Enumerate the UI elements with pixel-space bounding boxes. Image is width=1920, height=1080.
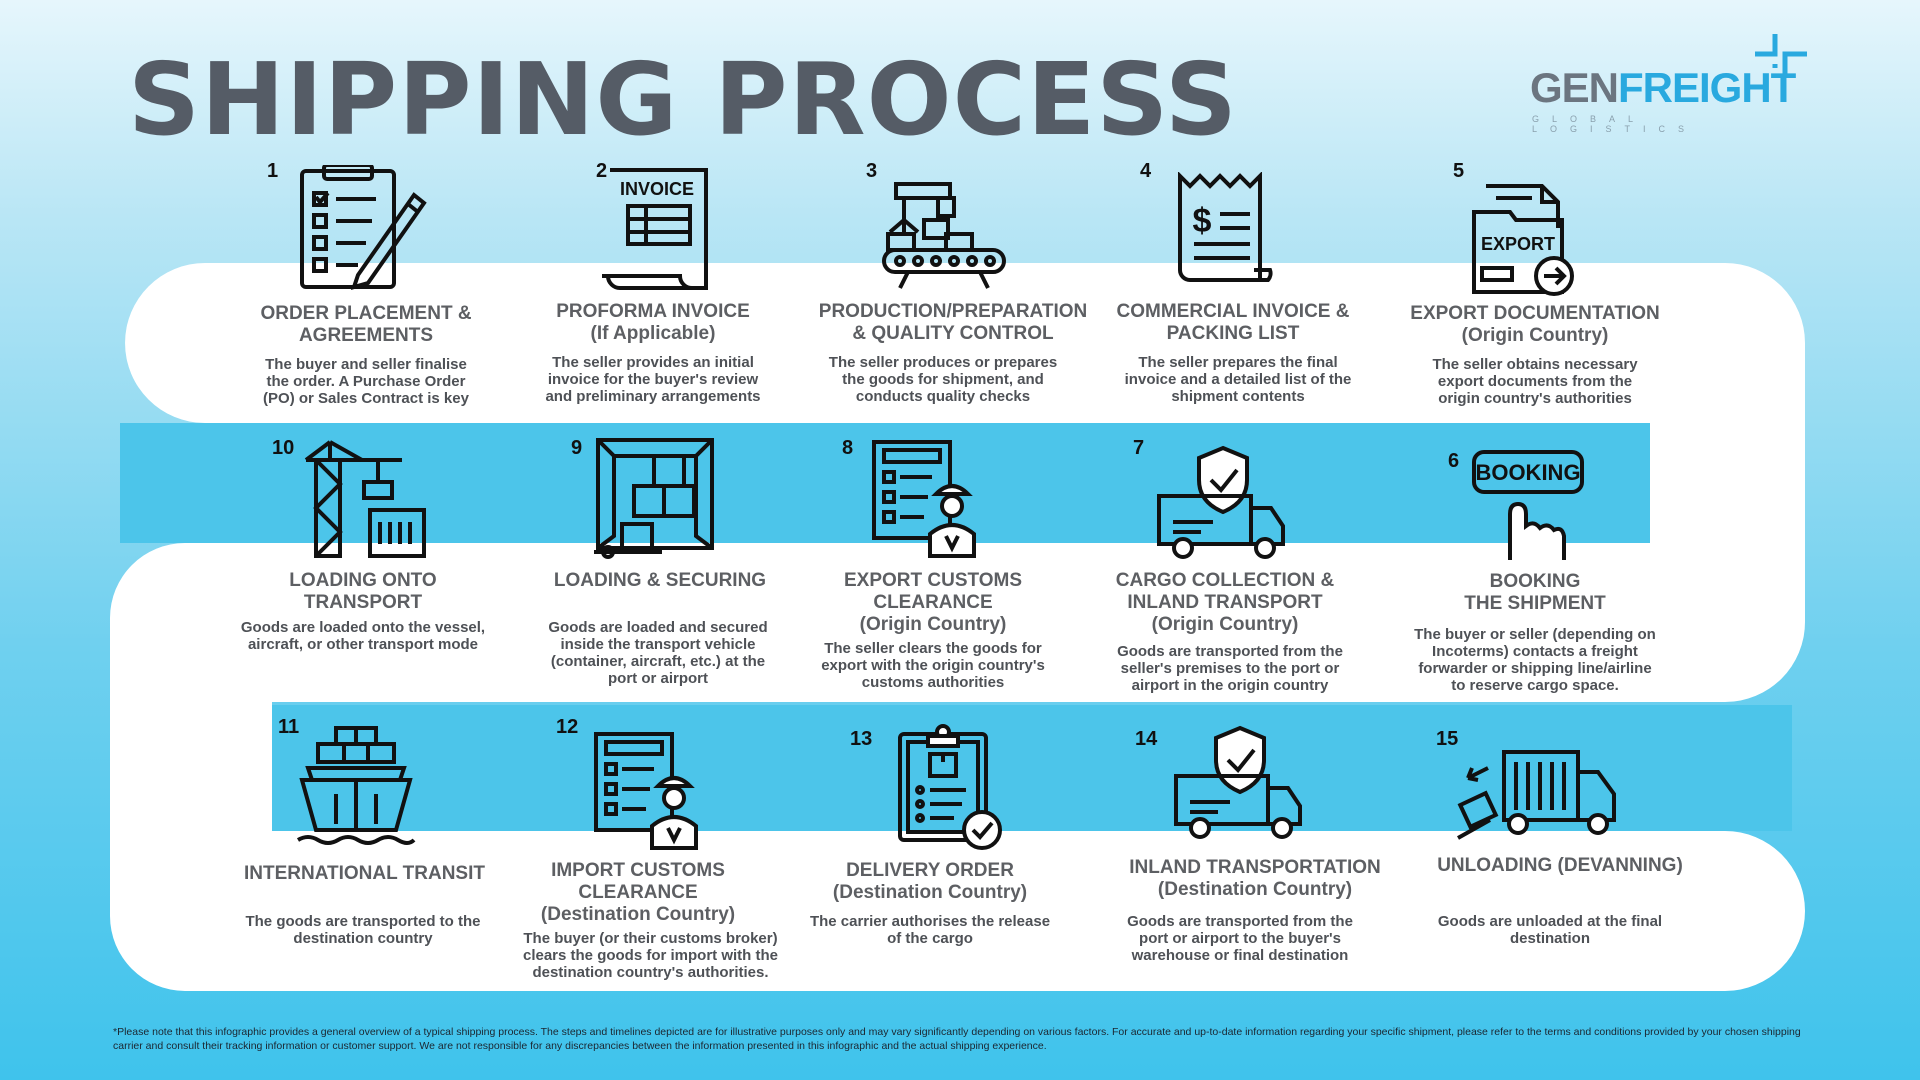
step-title: LOADING ONTO TRANSPORT xyxy=(289,570,437,613)
cargo-ship-icon xyxy=(296,726,416,845)
step-description: The buyer (or their customs broker) clea… xyxy=(522,930,779,981)
delivery-order-clipboard-icon xyxy=(898,724,1002,850)
step-number: 11 xyxy=(278,716,300,738)
step-number: 8 xyxy=(842,437,854,459)
truck-shield-icon xyxy=(1157,445,1285,559)
logo-plus-icon xyxy=(1755,34,1807,78)
step-description: The seller clears the goods for export w… xyxy=(821,640,1045,691)
step-title: INLAND TRANSPORTATION (Destination Count… xyxy=(1129,857,1381,900)
step-title: PRODUCTION/PREPARATION & QUALITY CONTROL xyxy=(818,301,1088,344)
unloading-truck-icon xyxy=(1457,750,1616,840)
track-row-2 xyxy=(110,543,1805,991)
step-number: 4 xyxy=(1140,160,1152,182)
step-description: The carrier authorises the release of th… xyxy=(809,913,1051,947)
step-description: Goods are transported from the port or a… xyxy=(1127,913,1353,964)
step-title: COMMERCIAL INVOICE & PACKING LIST xyxy=(1116,301,1350,344)
step-description: The seller provides an initial invoice f… xyxy=(545,354,761,405)
loaded-container-icon xyxy=(594,438,714,559)
genfreight-logo: GENFREIGHT GLOBAL LOGISTICS xyxy=(1528,34,1808,134)
step-number: 13 xyxy=(850,728,873,750)
step-description: The seller produces or prepares the good… xyxy=(828,354,1058,405)
logo-word-freight: FREIGHT xyxy=(1618,64,1796,111)
step-number: 12 xyxy=(556,716,579,738)
step-title: CARGO COLLECTION & INLAND TRANSPORT (Ori… xyxy=(1115,570,1335,635)
step-description: The seller prepares the final invoice an… xyxy=(1124,354,1352,405)
step-title: EXPORT DOCUMENTATION (Origin Country) xyxy=(1410,303,1660,346)
export-document-icon: EXPORT xyxy=(1472,184,1574,296)
page-title: SHIPPING PROCESS xyxy=(128,41,1238,158)
step-description: Goods are loaded onto the vessel, aircra… xyxy=(240,619,486,653)
logo-word-gen: GEN xyxy=(1530,64,1619,111)
booking-button-icon: BOOKING xyxy=(1472,450,1584,560)
step-title: ORDER PLACEMENT & AGREEMENTS xyxy=(260,303,472,346)
step-description: Goods are loaded and secured inside the … xyxy=(548,619,768,687)
logo-tagline: GLOBAL LOGISTICS xyxy=(1532,114,1698,134)
track-row-1 xyxy=(125,263,1805,702)
step-number: 10 xyxy=(272,437,295,459)
production-conveyor-icon xyxy=(882,182,1006,289)
step-title: BOOKING THE SHIPMENT xyxy=(1464,571,1606,614)
step-title: INTERNATIONAL TRANSIT xyxy=(243,863,485,884)
step-description: Goods are unloaded at the final destinat… xyxy=(1437,913,1663,947)
step-title: EXPORT CUSTOMS CLEARANCE (Origin Country… xyxy=(843,570,1023,635)
crane-container-icon xyxy=(304,440,426,558)
step-number: 6 xyxy=(1448,450,1460,472)
step-number: 14 xyxy=(1135,728,1158,750)
step-title: DELIVERY ORDER (Destination Country) xyxy=(832,860,1028,903)
booking-label: BOOKING xyxy=(1475,460,1580,485)
invoice-label: INVOICE xyxy=(620,179,694,199)
step-number: 7 xyxy=(1133,437,1145,459)
step-description: The buyer and seller finalise the order.… xyxy=(263,356,469,407)
step-title: UNLOADING (DEVANNING) xyxy=(1437,855,1683,876)
step-description: The buyer or seller (depending on Incote… xyxy=(1414,626,1656,694)
step-title: IMPORT CUSTOMS CLEARANCE (Destination Co… xyxy=(540,860,736,925)
step-number: 15 xyxy=(1436,728,1459,750)
step-description: Goods are transported from the seller's … xyxy=(1117,643,1343,694)
step-title: PROFORMA INVOICE (If Applicable) xyxy=(556,301,750,344)
truck-shield-icon xyxy=(1174,725,1302,839)
step-description: The goods are transported to the destina… xyxy=(245,913,481,947)
step-title: LOADING & SECURING xyxy=(553,570,767,591)
disclaimer-text: *Please note that this infographic provi… xyxy=(113,1025,1801,1052)
customs-officer-checklist-icon xyxy=(594,732,698,850)
step-number: 2 xyxy=(596,160,608,182)
step-number: 5 xyxy=(1453,160,1465,182)
step-number: 1 xyxy=(267,160,279,182)
step-description: The seller obtains necessary export docu… xyxy=(1432,356,1638,407)
invoice-icon: INVOICE xyxy=(602,168,708,290)
step-number: 9 xyxy=(571,437,583,459)
clipboard-checklist-icon xyxy=(300,165,427,290)
step-number: 3 xyxy=(866,160,878,182)
customs-officer-checklist-icon xyxy=(872,440,976,558)
export-label: EXPORT xyxy=(1481,234,1555,254)
receipt-icon: $ xyxy=(1178,172,1273,282)
svg-text:$: $ xyxy=(1193,202,1212,240)
